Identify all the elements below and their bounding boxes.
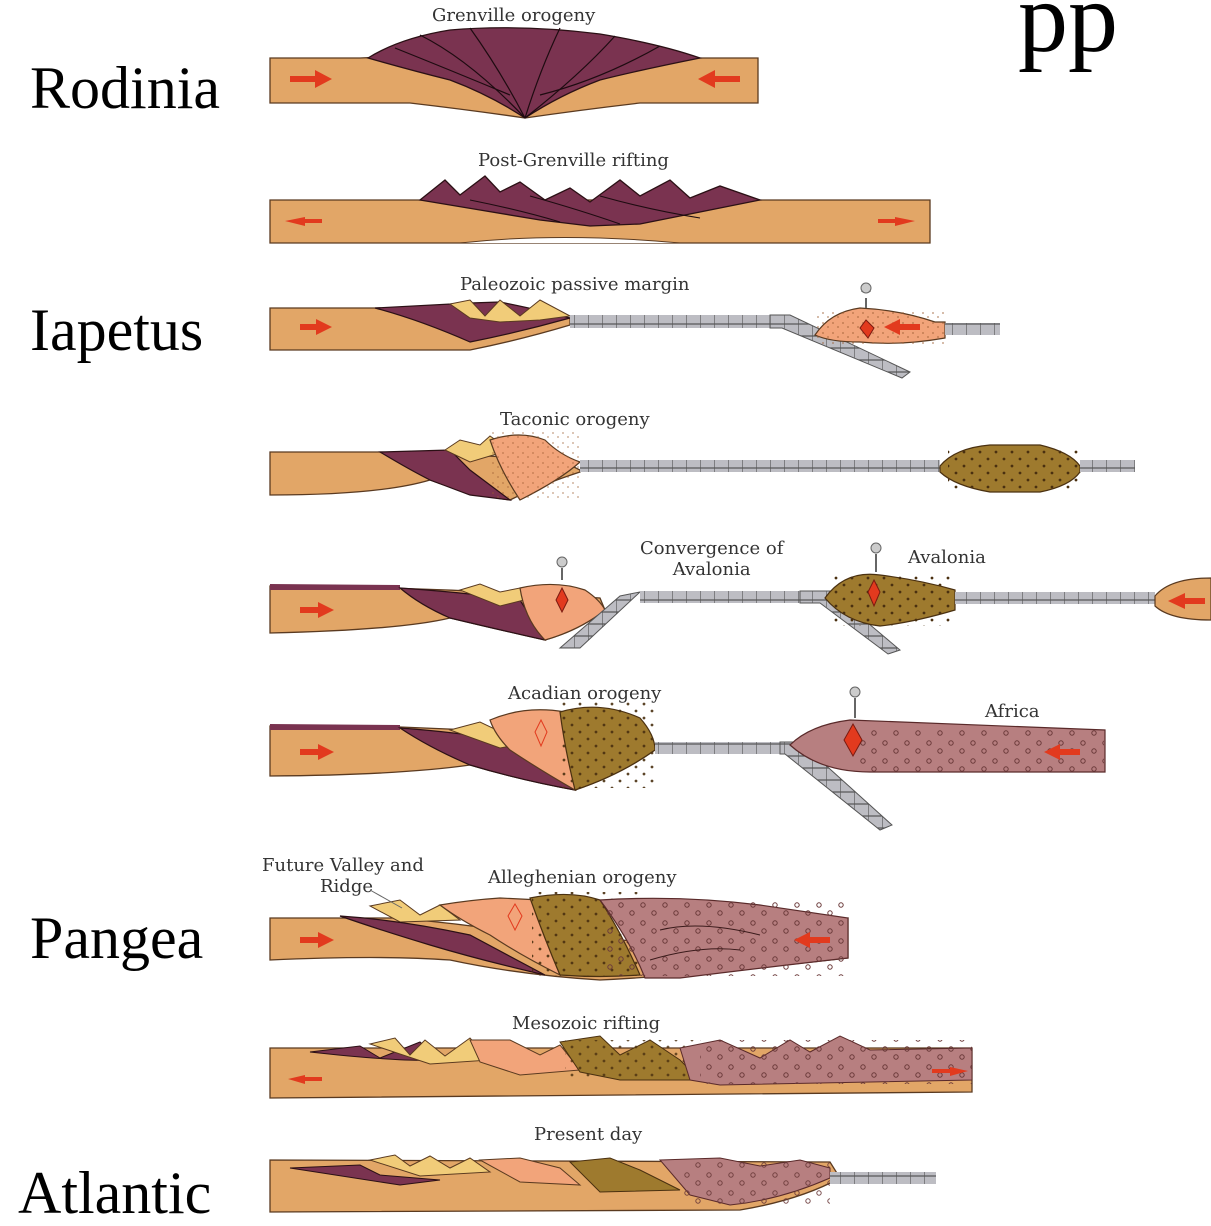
section-acadian xyxy=(270,687,1105,830)
section-alleghenian xyxy=(270,890,848,980)
section-post-grenville xyxy=(270,176,930,243)
section-present xyxy=(270,1155,936,1212)
section-grenville xyxy=(270,28,758,118)
section-mesozoic xyxy=(270,1036,972,1098)
section-taconic xyxy=(270,430,1135,500)
section-convergence xyxy=(270,543,1211,654)
section-passive-margin xyxy=(270,283,1000,378)
